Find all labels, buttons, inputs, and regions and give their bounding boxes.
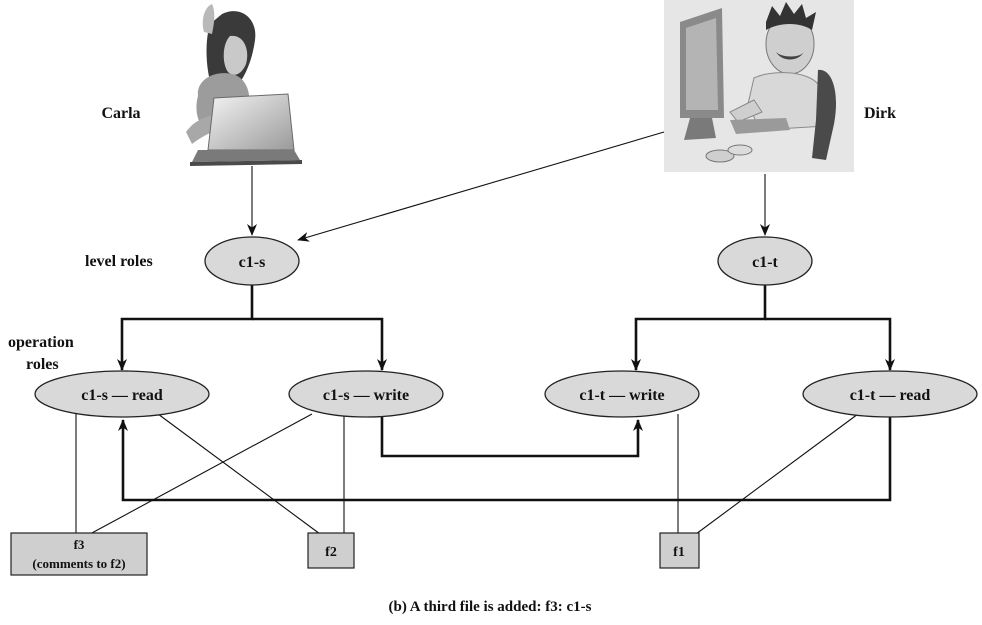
node-c1t-read (802, 370, 978, 418)
node-c1t-label: c1-t (752, 254, 778, 271)
operation-roles-label-line1: operation (8, 334, 74, 351)
file-f1-label: f1 (673, 545, 685, 560)
node-c1t (717, 236, 813, 286)
file-f2-label: f2 (325, 545, 337, 560)
node-c1s-read (34, 370, 210, 418)
file-f2 (307, 532, 355, 569)
person-label-carla: Carla (101, 105, 140, 122)
connector-c1t-to-c1t-read (765, 317, 895, 371)
connector-c1s-write-to-c1t-write (380, 414, 643, 458)
file-f1 (659, 532, 700, 569)
level-roles-label: level roles (85, 253, 153, 270)
link-c1s-read-f2 (157, 413, 321, 535)
arrow-dirk-to-c1s (297, 131, 665, 242)
woman-with-laptop-icon (186, 4, 302, 166)
person-label-dirk: Dirk (864, 105, 896, 122)
file-f3 (10, 532, 148, 576)
node-c1s-label: c1-s (239, 254, 266, 271)
node-c1t-write-label: c1-t — write (579, 387, 664, 404)
node-c1s (204, 236, 300, 286)
connector-c1s-to-c1s-read (117, 284, 254, 371)
node-c1s-read-label: c1-s — read (81, 387, 163, 404)
node-c1s-write (288, 370, 444, 418)
link-c1s-write-f3 (89, 413, 313, 535)
connector-c1s-to-c1s-write (252, 317, 387, 371)
node-c1t-write (544, 370, 700, 418)
file-f3-label: f3 (74, 537, 85, 552)
link-c1t-read-f1 (695, 413, 859, 535)
figure-caption: (b) A third file is added: f3: c1-s (389, 599, 592, 615)
file-f3-sublabel: (comments to f2) (32, 556, 125, 571)
operation-roles-label-line2: roles (26, 356, 59, 373)
connector-c1t-read-to-c1s-read (118, 416, 892, 502)
node-c1t-read-label: c1-t — read (850, 387, 931, 404)
man-at-computer-icon (664, 0, 854, 172)
connector-c1t-to-c1t-write (631, 284, 767, 371)
node-c1s-write-label: c1-s — write (323, 387, 409, 404)
